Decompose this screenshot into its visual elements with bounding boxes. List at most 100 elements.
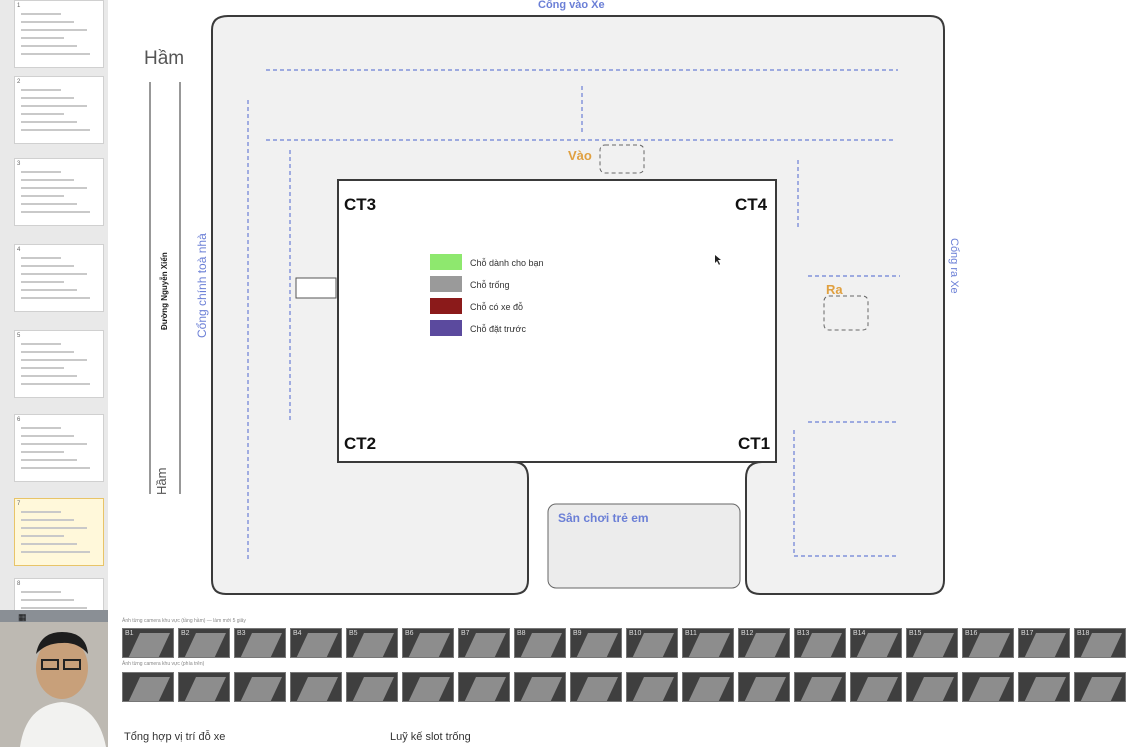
in-zone [599,144,645,174]
camera-feed-thumbnail[interactable] [122,672,174,702]
slide-thumbnail[interactable]: 2 [14,76,104,144]
slide-thumbnail[interactable]: 6 [14,414,104,482]
camera-feed-thumbnail[interactable]: B10 [626,628,678,658]
playground-label: Sân chơi trẻ em [558,511,649,525]
camera-feed-thumbnail[interactable] [178,672,230,702]
legend-label-empty: Chỗ trống [470,280,510,290]
slide-thumbnail[interactable]: 7 [14,498,104,566]
thumbnail-text-line [21,179,74,181]
slide-thumbnail[interactable]: 1 [14,0,104,68]
camera-feed-thumbnail[interactable]: B15 [906,628,958,658]
slide-thumbnail-number: 8 [17,581,21,587]
main-gate-label: Cổng chính toà nhà [195,233,209,338]
camera-feed-thumbnail[interactable] [290,672,342,702]
camera-feed-thumbnail[interactable] [570,672,622,702]
entrance-gate-label: Cổng vào Xe [538,0,605,11]
camera-feed-thumbnail[interactable] [626,672,678,702]
thumbnail-text-line [21,543,77,545]
presenter-webcam: ▦ [0,610,108,747]
camera-scene [798,677,842,701]
playground-area [547,503,741,589]
camera-feed-thumbnail[interactable] [850,672,902,702]
slide-thumbnail-number: 4 [17,247,21,253]
out-label: Ra [826,282,843,297]
slide-thumbnail[interactable]: 3 [14,158,104,226]
building-entrance [295,277,337,299]
camera-feed-thumbnail[interactable] [682,672,734,702]
exit-gate-label: Cổng ra Xe [948,238,960,294]
camera-label: B3 [237,630,246,637]
camera-feed-thumbnail[interactable]: B7 [458,628,510,658]
legend-label-occupied: Chỗ có xe đỗ [470,302,523,312]
camera-label: B11 [685,630,697,637]
thumbnail-text-line [21,97,74,99]
camera-feed-thumbnail[interactable]: B14 [850,628,902,658]
camera-feed-thumbnail[interactable]: B4 [290,628,342,658]
thumbnail-text-line [21,281,64,283]
camera-feed-thumbnail[interactable] [346,672,398,702]
camera-feed-thumbnail[interactable]: B16 [962,628,1014,658]
camera-feed-thumbnail[interactable]: B6 [402,628,454,658]
camera-feed-thumbnail[interactable] [234,672,286,702]
slide-thumbnail-number: 2 [17,79,21,85]
slide-thumbnail-number: 3 [17,161,21,167]
legend-swatch-reserved-for-you [430,254,462,270]
thumbnail-text-line [21,511,61,513]
camera-feed-thumbnail[interactable]: B5 [346,628,398,658]
camera-strip-surface [122,672,1131,702]
thumbnail-text-line [21,359,87,361]
camera-feed-thumbnail[interactable]: B2 [178,628,230,658]
camera-feed-thumbnail[interactable] [458,672,510,702]
camera-label: B7 [461,630,470,637]
camera-label: B17 [1021,630,1034,637]
camera-feed-thumbnail[interactable] [514,672,566,702]
building-label-ct2: CT2 [344,434,376,453]
thumbnail-text-line [21,211,90,213]
camera-feed-thumbnail[interactable] [962,672,1014,702]
legend-label-reserved-for-you: Chỗ dành cho bạn [470,258,544,268]
camera-scene [294,677,338,701]
thumbnail-text-line [21,527,87,529]
slide-canvas: Sân chơi trẻ em CT3 CT4 CT2 CT1 Cổng vào… [108,0,1131,610]
camera-feed-thumbnail[interactable]: B9 [570,628,622,658]
legend-swatch-booked [430,320,462,336]
camera-feed-thumbnail[interactable]: B1 [122,628,174,658]
camera-feed-thumbnail[interactable] [906,672,958,702]
camera-scene [686,677,730,701]
camera-feed-thumbnail[interactable]: B18 [1074,628,1126,658]
camera-label: B8 [517,630,526,637]
building-label-ct1: CT1 [738,434,770,453]
camera-feed-thumbnail[interactable]: B13 [794,628,846,658]
slide-thumbnail-number: 7 [17,501,21,507]
camera-label: B2 [181,630,190,637]
slide-thumbnail[interactable]: 4 [14,244,104,312]
thumbnail-text-line [21,203,77,205]
thumbnail-text-line [21,443,87,445]
camera-feed-thumbnail[interactable] [402,672,454,702]
camera-label: B15 [909,630,922,637]
presenter-image [0,610,108,747]
camera-scene [742,677,786,701]
camera-feed-thumbnail[interactable] [1074,672,1126,702]
camera-feed-thumbnail[interactable] [738,672,790,702]
camera-feed-thumbnail[interactable] [1018,672,1070,702]
camera-feed-thumbnail[interactable]: B12 [738,628,790,658]
camera-feed-thumbnail[interactable]: B11 [682,628,734,658]
thumbnail-text-line [21,13,61,15]
thumbnail-text-line [21,21,74,23]
thumbnail-text-line [21,265,74,267]
camera-scene [350,677,394,701]
camera-feed-thumbnail[interactable]: B3 [234,628,286,658]
grid-icon[interactable]: ▦ [18,612,27,622]
camera-label: B1 [125,630,134,637]
camera-feed-thumbnail[interactable] [794,672,846,702]
thumbnail-text-line [21,121,77,123]
camera-feed-thumbnail[interactable]: B8 [514,628,566,658]
legend: Chỗ dành cho bạn Chỗ trống Chỗ có xe đỗ … [430,254,544,336]
slide-thumbnail[interactable]: 8 [14,578,104,610]
slide-thumbnail[interactable]: 5 [14,330,104,398]
building-block [337,179,777,463]
camera-feed-thumbnail[interactable]: B17 [1018,628,1070,658]
camera-scene [1022,677,1066,701]
